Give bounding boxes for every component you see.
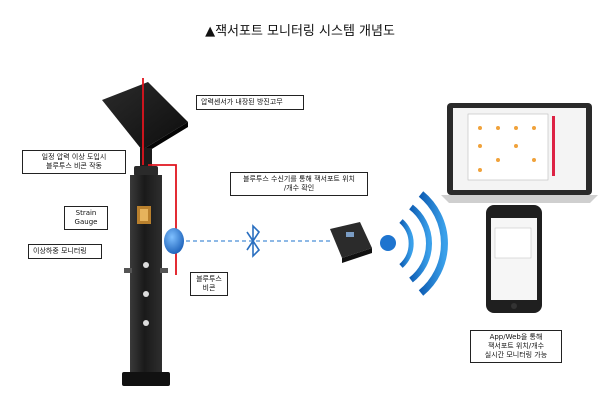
laptop-map-markers — [478, 126, 536, 172]
pole-pin — [160, 268, 168, 273]
strain-gauge — [137, 206, 151, 224]
jack-support-pole — [130, 175, 162, 375]
label-abnormal-load: 이상하중 모니터링 — [28, 244, 102, 259]
bluetooth-receiver — [330, 222, 372, 263]
pole-pin — [124, 268, 132, 273]
label-beacon: 블루투스 비콘 — [190, 272, 228, 296]
top-plate — [102, 82, 188, 155]
pole-hole — [143, 262, 149, 268]
label-pressure-sensor: 압력센서가 내장된 방진고무 — [196, 95, 304, 110]
smartphone — [486, 205, 542, 313]
wifi-signal-icon — [380, 191, 448, 296]
pole-hole — [143, 291, 149, 297]
label-receiver: 블루투스 수신기를 통해 잭서포트 위치 /개수 확인 — [230, 172, 368, 196]
pipe-collar — [134, 166, 158, 176]
label-app-web: App/Web을 통해 잭서포트 위치/개수 실시간 모니터링 가능 — [470, 330, 562, 363]
diagram-title: ▲잭서포트 모니터링 시스템 개념도 — [205, 24, 395, 39]
bluetooth-icon — [246, 224, 261, 258]
pole-hole — [143, 320, 149, 326]
laptop — [441, 103, 598, 203]
label-threshold: 일정 압력 이상 도입시 블루투스 비콘 작동 — [22, 150, 126, 174]
bluetooth-beacon — [164, 228, 184, 254]
pole-base — [122, 372, 170, 386]
label-strain-gauge: Strain Gauge — [64, 206, 108, 230]
